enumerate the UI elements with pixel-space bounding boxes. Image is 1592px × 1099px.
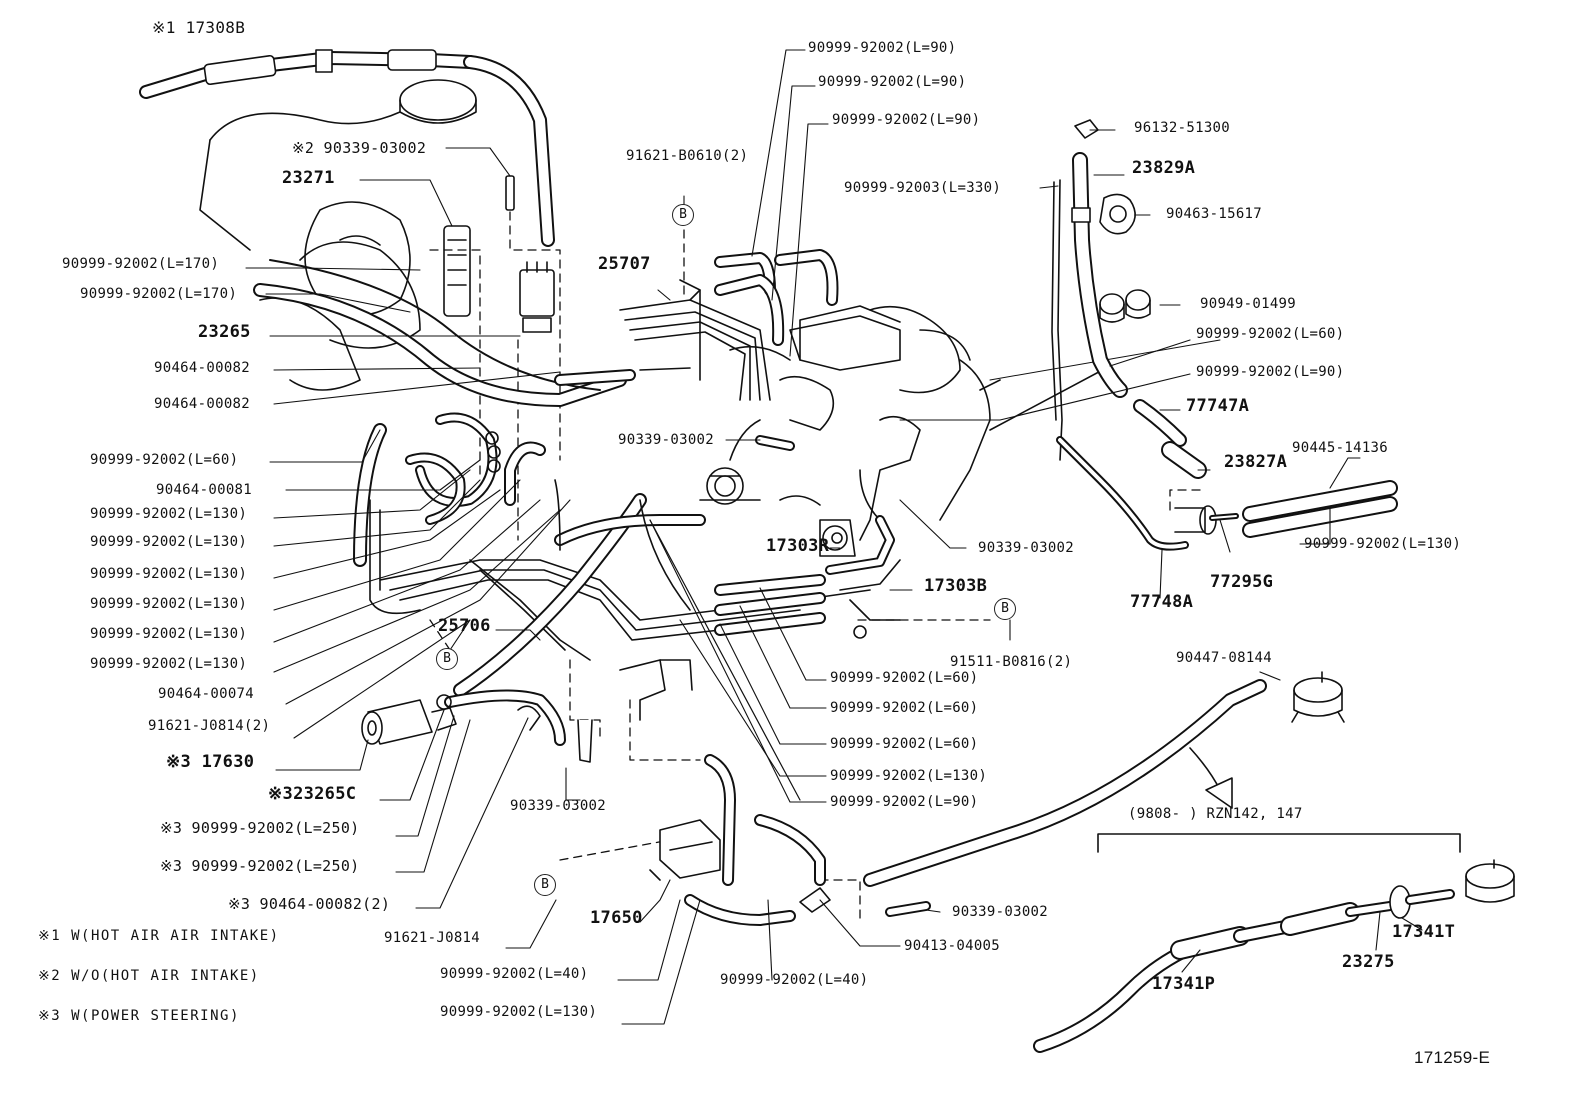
ref-circle-b-4: B bbox=[534, 874, 556, 896]
label-23829a: 23829A bbox=[1132, 158, 1196, 178]
footnote-1: ※1 W(HOT AIR AIR INTAKE) bbox=[38, 928, 280, 944]
label-90339-03002-top: ※2 90339-03002 bbox=[292, 139, 427, 157]
label-77748a: 77748A bbox=[1130, 592, 1194, 612]
vsv-center bbox=[699, 467, 821, 506]
label-77747a: 77747A bbox=[1186, 396, 1250, 416]
label-90999-92002-l60-a: 90999-92002(L=60) bbox=[90, 452, 239, 468]
label-90999-92003-l330: 90999-92003(L=330) bbox=[844, 180, 1002, 196]
footnote-2: ※2 W/O(HOT AIR INTAKE) bbox=[38, 968, 260, 984]
footnote-3: ※3 W(POWER STEERING) bbox=[38, 1008, 240, 1024]
label-90999-92002-l90-3: 90999-92002(L=90) bbox=[832, 112, 981, 128]
label-90999-92002-l130-d: 90999-92002(L=130) bbox=[90, 596, 248, 612]
actuator-17630 bbox=[361, 699, 457, 745]
label-90339-03002-bottom: 90339-03002 bbox=[510, 798, 607, 814]
label-90999-92002-l90-2: 90999-92002(L=90) bbox=[818, 74, 967, 90]
label-90464-00082-2: ※3 90464-00082(2) bbox=[228, 895, 391, 913]
label-90463-15617: 90463-15617 bbox=[1166, 206, 1263, 222]
harness-25706 bbox=[379, 515, 901, 661]
clamp-90463 bbox=[1099, 193, 1136, 235]
label-25706: 25706 bbox=[438, 616, 491, 636]
label-17308b: ※1 17308B bbox=[152, 18, 246, 37]
label-77295g: 77295G bbox=[1210, 572, 1274, 592]
label-91511-b0816-2: 91511-B0816(2) bbox=[950, 654, 1073, 670]
label-90999-92002-l170-b: 90999-92002(L=170) bbox=[80, 286, 238, 302]
vacuum-canister bbox=[1291, 671, 1345, 723]
label-90999-92002-l170-a: 90999-92002(L=170) bbox=[62, 256, 220, 272]
label-90999-92002-l60-c: 90999-92002(L=60) bbox=[830, 670, 979, 686]
label-90999-92002-l250-a: ※3 90999-92002(L=250) bbox=[160, 819, 360, 837]
label-90999-92002-l130-c: 90999-92002(L=130) bbox=[90, 566, 248, 582]
hose-17308b bbox=[139, 49, 555, 247]
label-90999-92002-l90-1: 90999-92002(L=90) bbox=[808, 40, 957, 56]
vsv-23265 bbox=[443, 175, 555, 333]
label-96132-51300: 96132-51300 bbox=[1134, 120, 1231, 136]
engine-center bbox=[729, 305, 1001, 557]
air-cleaner-outline bbox=[199, 79, 477, 391]
hose-17341p bbox=[1033, 859, 1515, 1053]
label-17303r: 17303R bbox=[766, 536, 830, 556]
label-23265c: ※323265C bbox=[268, 784, 357, 804]
clip-90949 bbox=[1099, 289, 1151, 323]
label-23271: 23271 bbox=[282, 168, 335, 188]
clip-23265c bbox=[436, 694, 593, 763]
label-23265: 23265 bbox=[198, 322, 251, 342]
label-17341p: 17341P bbox=[1152, 974, 1216, 994]
bracket-17650 bbox=[619, 659, 1267, 926]
direction-arrow bbox=[1189, 747, 1233, 809]
label-90999-92002-l60-e: 90999-92002(L=60) bbox=[830, 736, 979, 752]
label-90464-00074: 90464-00074 bbox=[158, 686, 255, 702]
label-90999-92002-l130-g: 90999-92002(L=130) bbox=[440, 1004, 598, 1020]
label-9808-rzn142-147: (9808- ) RZN142, 147 bbox=[1128, 806, 1303, 822]
label-90999-92002-l90-5: 90999-92002(L=90) bbox=[830, 794, 979, 810]
label-17341t: 17341T bbox=[1392, 922, 1456, 942]
label-17650: 17650 bbox=[590, 908, 643, 928]
label-23275: 23275 bbox=[1342, 952, 1395, 972]
label-90339-03002-mid: 90339-03002 bbox=[618, 432, 715, 448]
label-91621-b0610-2: 91621-B0610(2) bbox=[626, 148, 749, 164]
label-25707: 25707 bbox=[598, 254, 651, 274]
label-90464-00082-a: 90464-00082 bbox=[154, 360, 251, 376]
hose-lower-left bbox=[444, 479, 801, 801]
ref-circle-b-3: B bbox=[436, 648, 458, 670]
label-90339-03002-b2: 90339-03002 bbox=[952, 904, 1049, 920]
label-91621-j0814-2: 91621-J0814(2) bbox=[148, 718, 271, 734]
label-90413-04005: 90413-04005 bbox=[904, 938, 1001, 954]
figure-id: 171259-E bbox=[1414, 1048, 1491, 1067]
label-90999-92002-l130-h: 90999-92002(L=130) bbox=[1304, 536, 1462, 552]
label-90464-00081: 90464-00081 bbox=[156, 482, 253, 498]
label-90999-92002-l130-e: 90999-92002(L=130) bbox=[90, 626, 248, 642]
variant-bracket bbox=[1097, 833, 1461, 853]
leader-dashes bbox=[429, 211, 1201, 921]
label-90999-92002-l250-b: ※3 90999-92002(L=250) bbox=[160, 857, 360, 875]
label-90999-92002-l130-f: 90999-92002(L=130) bbox=[90, 656, 248, 672]
vsv-bank-25707 bbox=[554, 249, 839, 451]
label-90999-92002-l60-b: 90999-92002(L=60) bbox=[1196, 326, 1345, 342]
label-90339-03002-r: 90339-03002 bbox=[978, 540, 1075, 556]
label-17630: ※3 17630 bbox=[166, 752, 255, 772]
label-90445-14136: 90445-14136 bbox=[1292, 440, 1389, 456]
ref-circle-b-1: B bbox=[672, 204, 694, 226]
label-90999-92002-l130-i: 90999-92002(L=130) bbox=[830, 768, 988, 784]
label-90999-92002-l60-d: 90999-92002(L=60) bbox=[830, 700, 979, 716]
leader-lines bbox=[245, 49, 1423, 1025]
label-23827a: 23827A bbox=[1224, 452, 1288, 472]
label-90999-92002-l130-b: 90999-92002(L=130) bbox=[90, 534, 248, 550]
label-90464-00082-b: 90464-00082 bbox=[154, 396, 251, 412]
label-90999-92002-l130-a: 90999-92002(L=130) bbox=[90, 506, 248, 522]
label-90999-92002-l40-b: 90999-92002(L=40) bbox=[720, 972, 869, 988]
hose-23829a bbox=[1051, 119, 1207, 551]
label-90949-01499: 90949-01499 bbox=[1200, 296, 1297, 312]
ref-circle-b-2: B bbox=[994, 598, 1016, 620]
label-17303b: 17303B bbox=[924, 576, 988, 596]
pipe-90445 bbox=[1242, 480, 1398, 538]
label-90999-92002-l90-4: 90999-92002(L=90) bbox=[1196, 364, 1345, 380]
label-90447-08144: 90447-08144 bbox=[1176, 650, 1273, 666]
label-90999-92002-l40-a: 90999-92002(L=40) bbox=[440, 966, 589, 982]
valve-77295g bbox=[1174, 505, 1239, 535]
label-91621-j0814: 91621-J0814 bbox=[384, 930, 481, 946]
